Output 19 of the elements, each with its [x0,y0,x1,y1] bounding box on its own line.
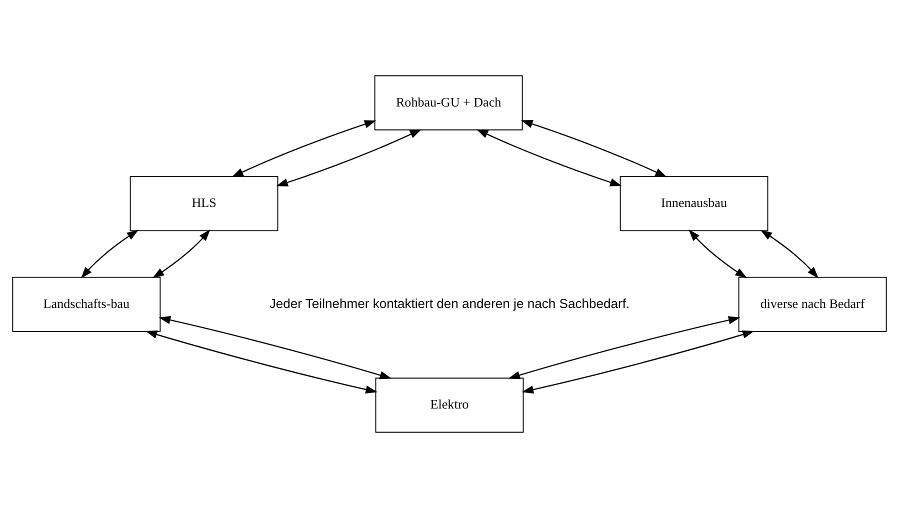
arrow [688,229,748,278]
arrow [232,120,376,178]
arrow [520,120,667,178]
arrow [145,330,378,394]
arrow [760,230,819,278]
label: Jeder Teilnehmer kontaktiert den anderen je nach Sachbedarf. [269,296,630,311]
arrow [476,129,622,186]
node-box: Rohbau-GU + Dach [374,75,523,130]
arrow [158,316,392,380]
node-box: Elektro [375,378,524,433]
arrow [80,230,139,278]
node-box: Innenausbau [620,176,768,232]
arrow [276,129,422,186]
arrow [522,330,754,394]
arrow [152,229,210,278]
arrow [508,316,740,380]
node-box: diverse nach Bedarf [738,276,887,332]
node-box: HLS [130,176,278,232]
node-box: Landschafts-bau [12,276,161,332]
